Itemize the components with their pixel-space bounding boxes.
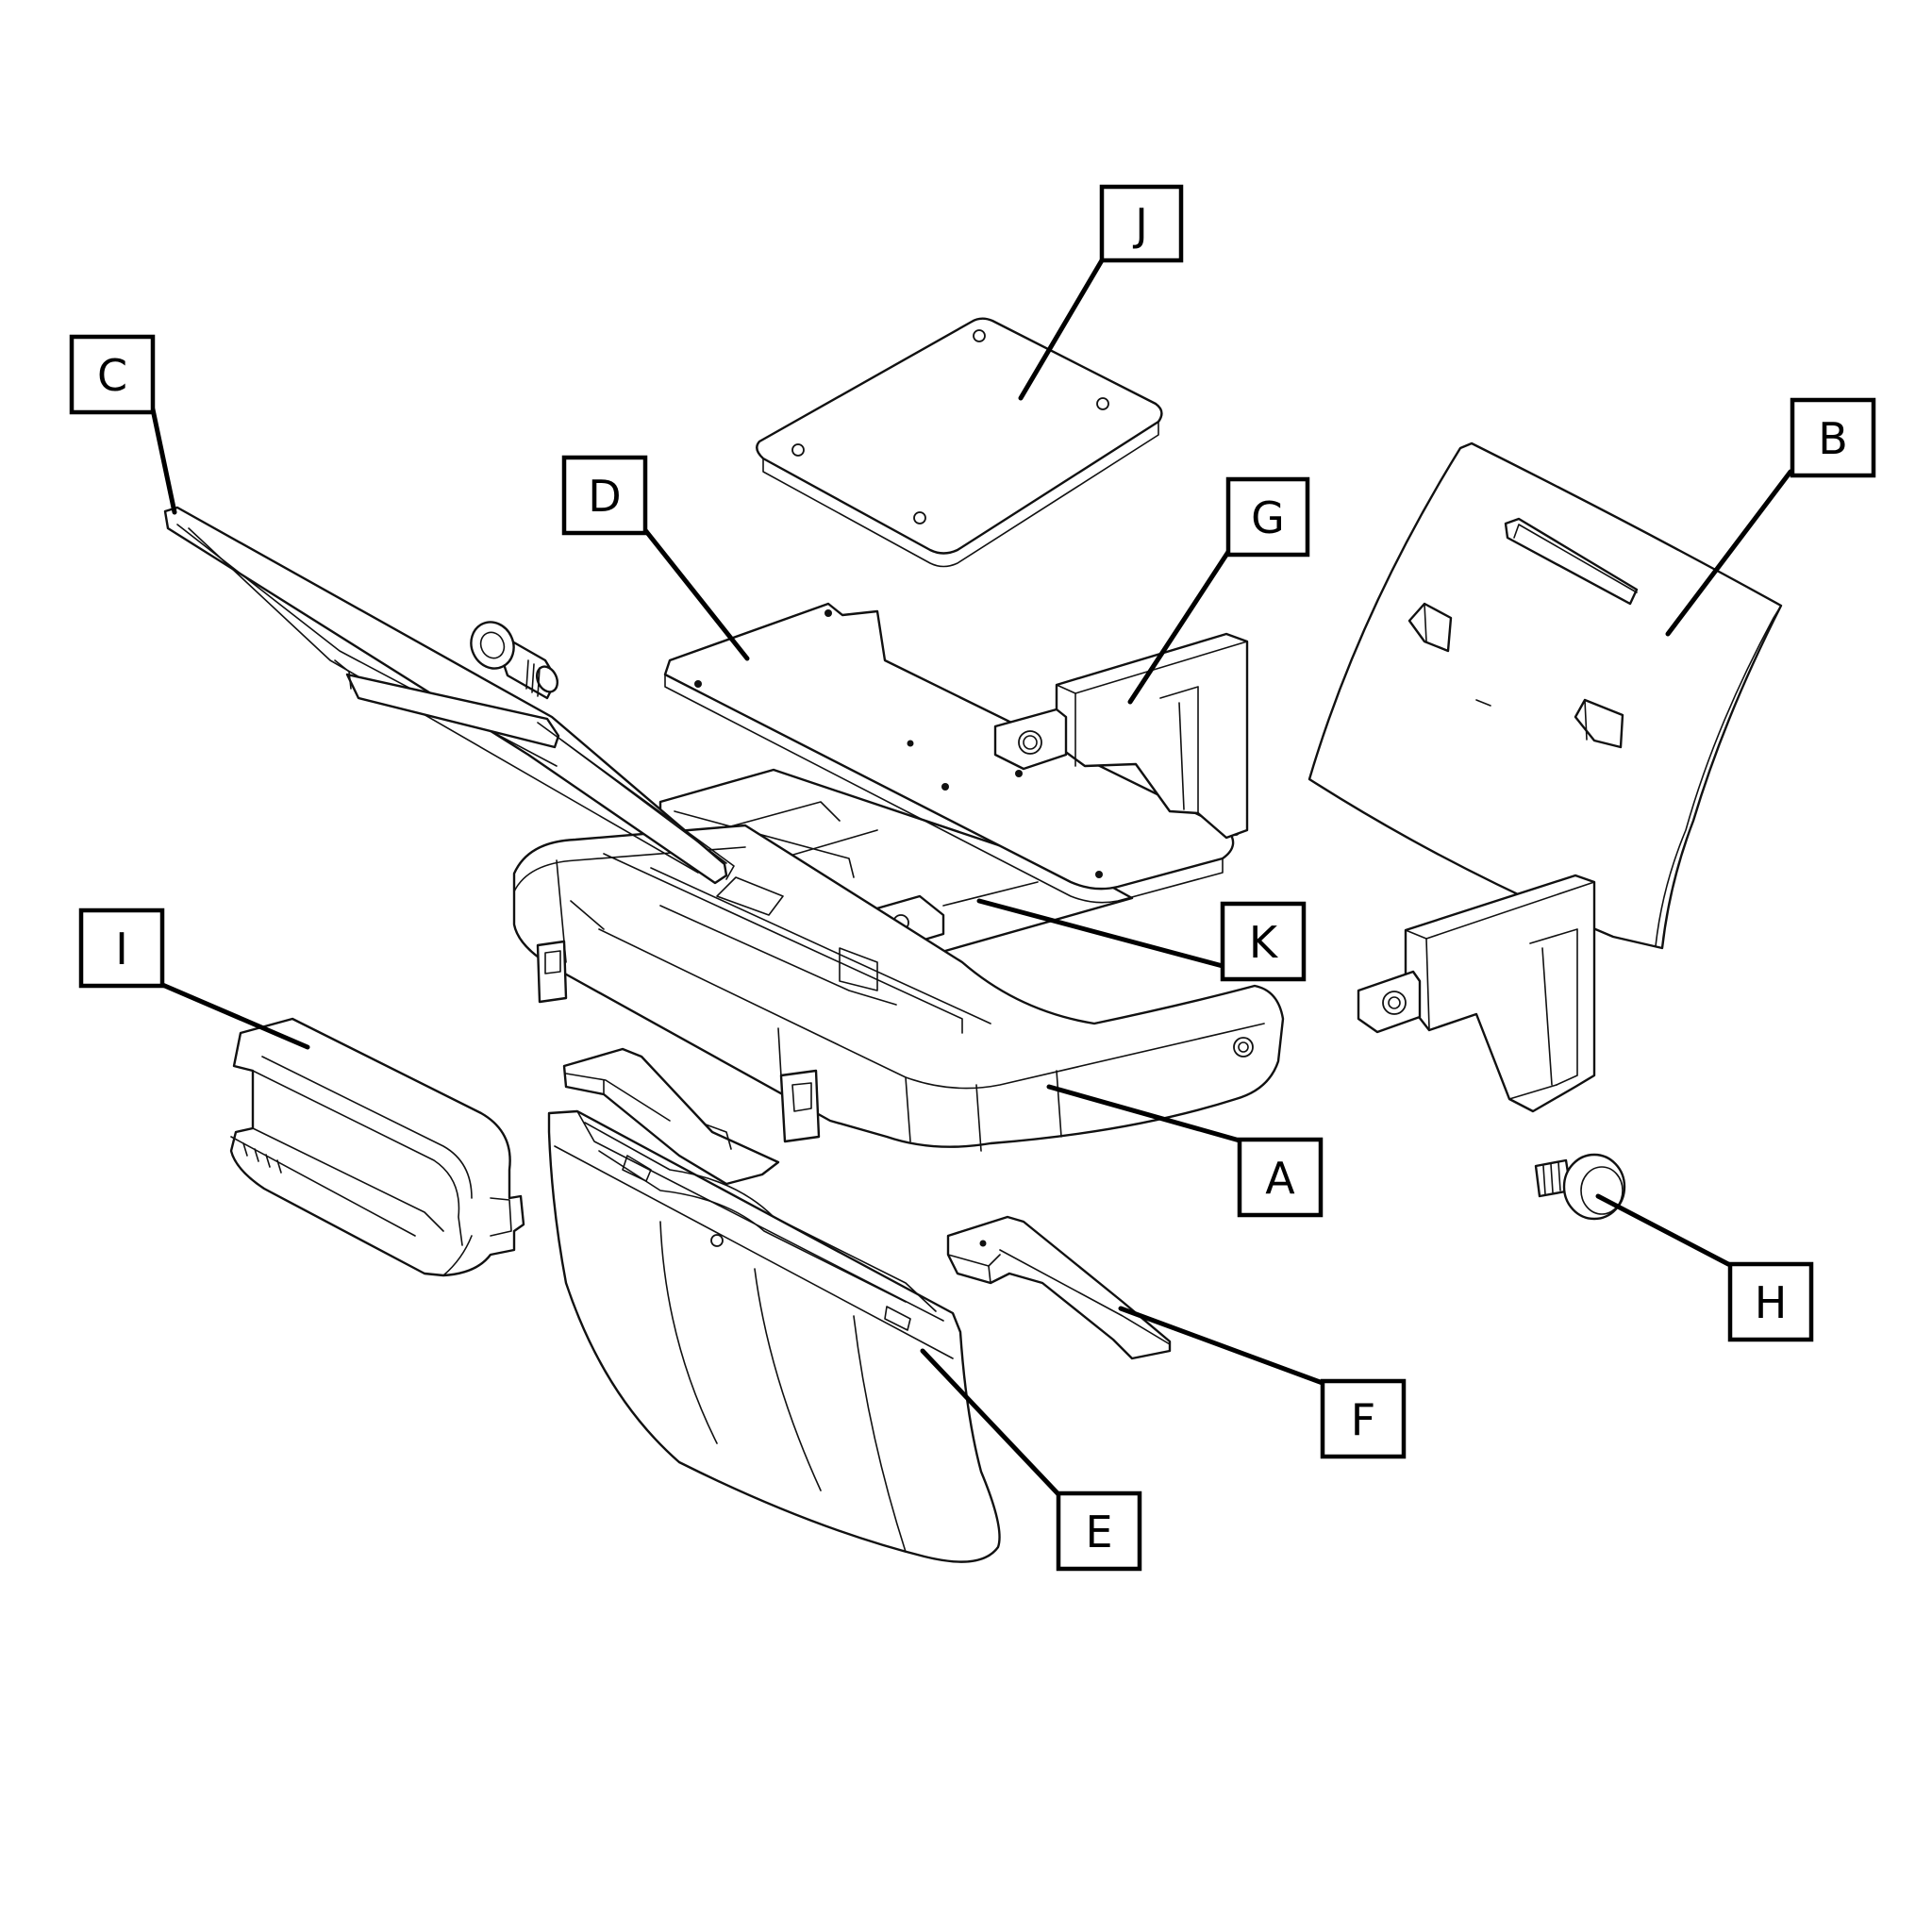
- callout-d: D: [561, 455, 648, 536]
- label-a: A: [1265, 1153, 1295, 1204]
- leader-k: [976, 898, 1225, 969]
- callout-i: I: [78, 908, 165, 989]
- label-g: G: [1251, 492, 1285, 543]
- leader-j: [1018, 258, 1105, 401]
- label-e: E: [1085, 1507, 1112, 1557]
- part-a-tray: [512, 824, 1285, 1152]
- callout-g: G: [1225, 476, 1310, 558]
- part-j-plate: [756, 317, 1163, 568]
- pin-fastener-upper: [470, 621, 559, 700]
- callout-h: H: [1727, 1261, 1814, 1342]
- part-g-bracket: [993, 632, 1249, 840]
- slider-part-center: [562, 1047, 780, 1186]
- part-c-arm: [163, 506, 735, 885]
- label-k: K: [1249, 917, 1279, 968]
- callout-j: J: [1099, 184, 1184, 263]
- part-h-pin: [1534, 1153, 1626, 1221]
- leader-b: [1665, 469, 1793, 637]
- leader-g: [1127, 549, 1231, 705]
- part-f-slider: [946, 1215, 1172, 1360]
- leader-a: [1046, 1084, 1242, 1143]
- leader-d: [642, 527, 750, 661]
- label-f: F: [1351, 1394, 1375, 1445]
- part-e-cover: [547, 1109, 1001, 1563]
- callout-b: B: [1790, 397, 1876, 478]
- leader-e: [920, 1348, 1061, 1497]
- label-i: I: [115, 924, 128, 974]
- callout-c: C: [69, 334, 156, 415]
- callout-f: F: [1320, 1378, 1407, 1459]
- label-h: H: [1755, 1277, 1788, 1328]
- callout-e: E: [1056, 1491, 1142, 1572]
- callout-k: K: [1220, 901, 1307, 982]
- leader-h: [1595, 1193, 1731, 1267]
- leader-f: [1118, 1306, 1325, 1386]
- right-bracket: [1357, 874, 1596, 1113]
- label-j: J: [1132, 199, 1148, 250]
- part-i-clip: [229, 1017, 525, 1277]
- label-b: B: [1818, 413, 1848, 464]
- part-b-panel: [1307, 441, 1783, 950]
- callout-a: A: [1237, 1137, 1324, 1218]
- leader-i: [158, 981, 310, 1050]
- label-d: D: [588, 471, 621, 522]
- leader-lines: [150, 258, 1793, 1497]
- leader-c: [150, 407, 177, 515]
- label-c: C: [97, 350, 127, 401]
